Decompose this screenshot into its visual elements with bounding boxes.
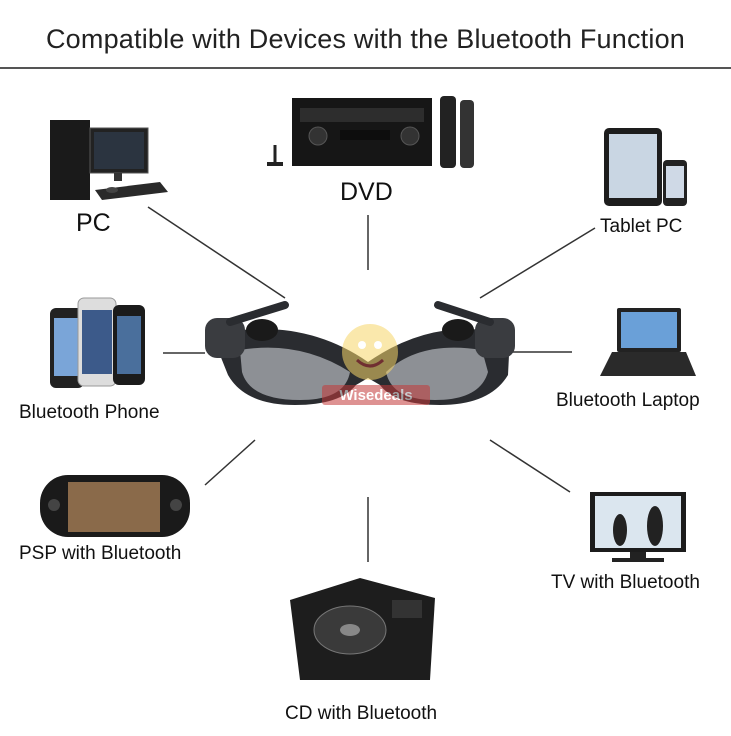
connector-pc	[147, 206, 286, 299]
page-title: Compatible with Devices with the Bluetoo…	[45, 24, 686, 54]
connector-psp	[204, 439, 256, 486]
psp-console-icon	[40, 475, 190, 537]
device-label-laptop: Bluetooth Laptop	[556, 390, 700, 411]
connector-tablet	[479, 227, 596, 299]
device-label-phone: Bluetooth Phone	[19, 402, 160, 423]
dvd-receiver-icon	[267, 96, 474, 168]
device-label-tablet: Tablet PC	[600, 216, 683, 237]
laptop-icon	[600, 308, 696, 376]
watermark-logo: Wisedeals	[322, 324, 430, 405]
device-label-pc: PC	[76, 209, 111, 237]
tablet-icon	[604, 128, 687, 206]
tv-icon	[590, 492, 686, 562]
connector-lines	[147, 206, 596, 562]
smartphone-icon	[50, 297, 145, 388]
device-label-cd: CD with Bluetooth	[285, 703, 438, 724]
cd-player-icon	[290, 578, 435, 680]
desktop-pc-icon	[50, 120, 168, 200]
device-label-dvd: DVD	[340, 178, 393, 206]
connector-tv	[489, 439, 571, 493]
device-label-tv: TV with Bluetooth	[551, 572, 700, 593]
watermark-text: Wisedeals	[339, 387, 412, 404]
device-label-psp: PSP with Bluetooth	[19, 543, 182, 564]
title-divider	[0, 67, 731, 69]
